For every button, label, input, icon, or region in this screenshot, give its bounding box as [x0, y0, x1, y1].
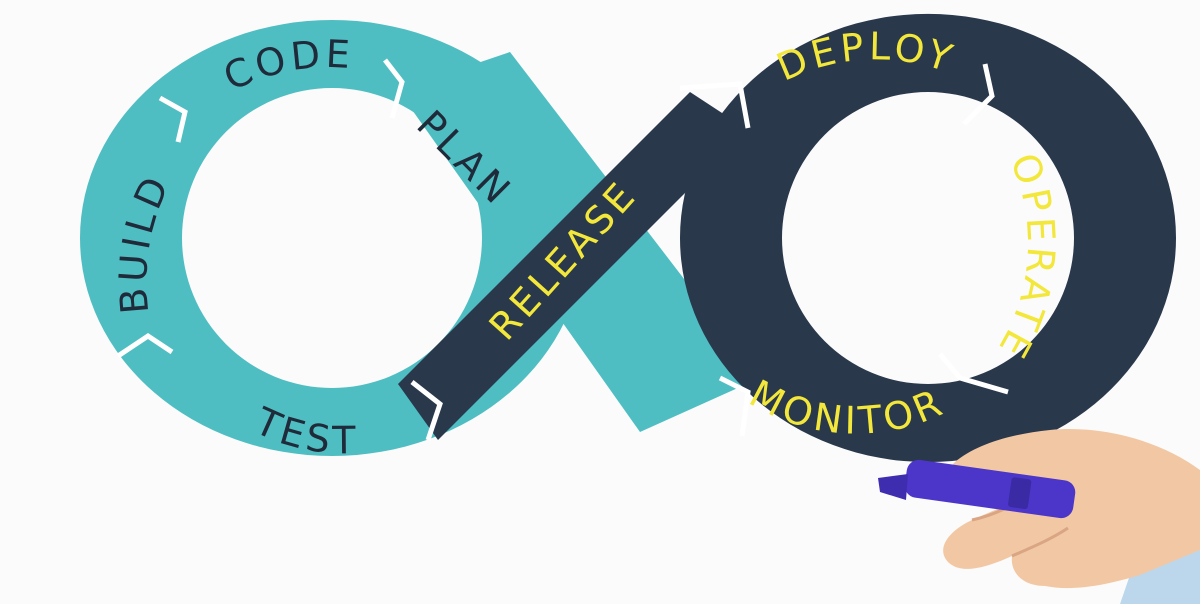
ops-loop [398, 13, 1177, 463]
hand-icon [943, 429, 1200, 604]
separator-build-code [158, 95, 188, 143]
stage-separators [116, 58, 1009, 441]
separator-release-test [410, 380, 443, 441]
marker-icon [878, 459, 1076, 519]
separator-monitor-operate [938, 352, 1009, 395]
separator-operate-deploy [962, 63, 995, 126]
separator-deploy-release [679, 81, 751, 129]
sleeve-shape [1120, 545, 1200, 604]
ops-loop-crossover [398, 92, 748, 440]
marker-body [904, 459, 1076, 519]
marker-band [1008, 477, 1032, 510]
separator-code-plan [383, 58, 405, 119]
separator-test-build [116, 332, 174, 359]
marker-tip [878, 474, 908, 500]
separator-plan-monitor [718, 375, 751, 437]
ops-loop-ring [679, 13, 1177, 463]
